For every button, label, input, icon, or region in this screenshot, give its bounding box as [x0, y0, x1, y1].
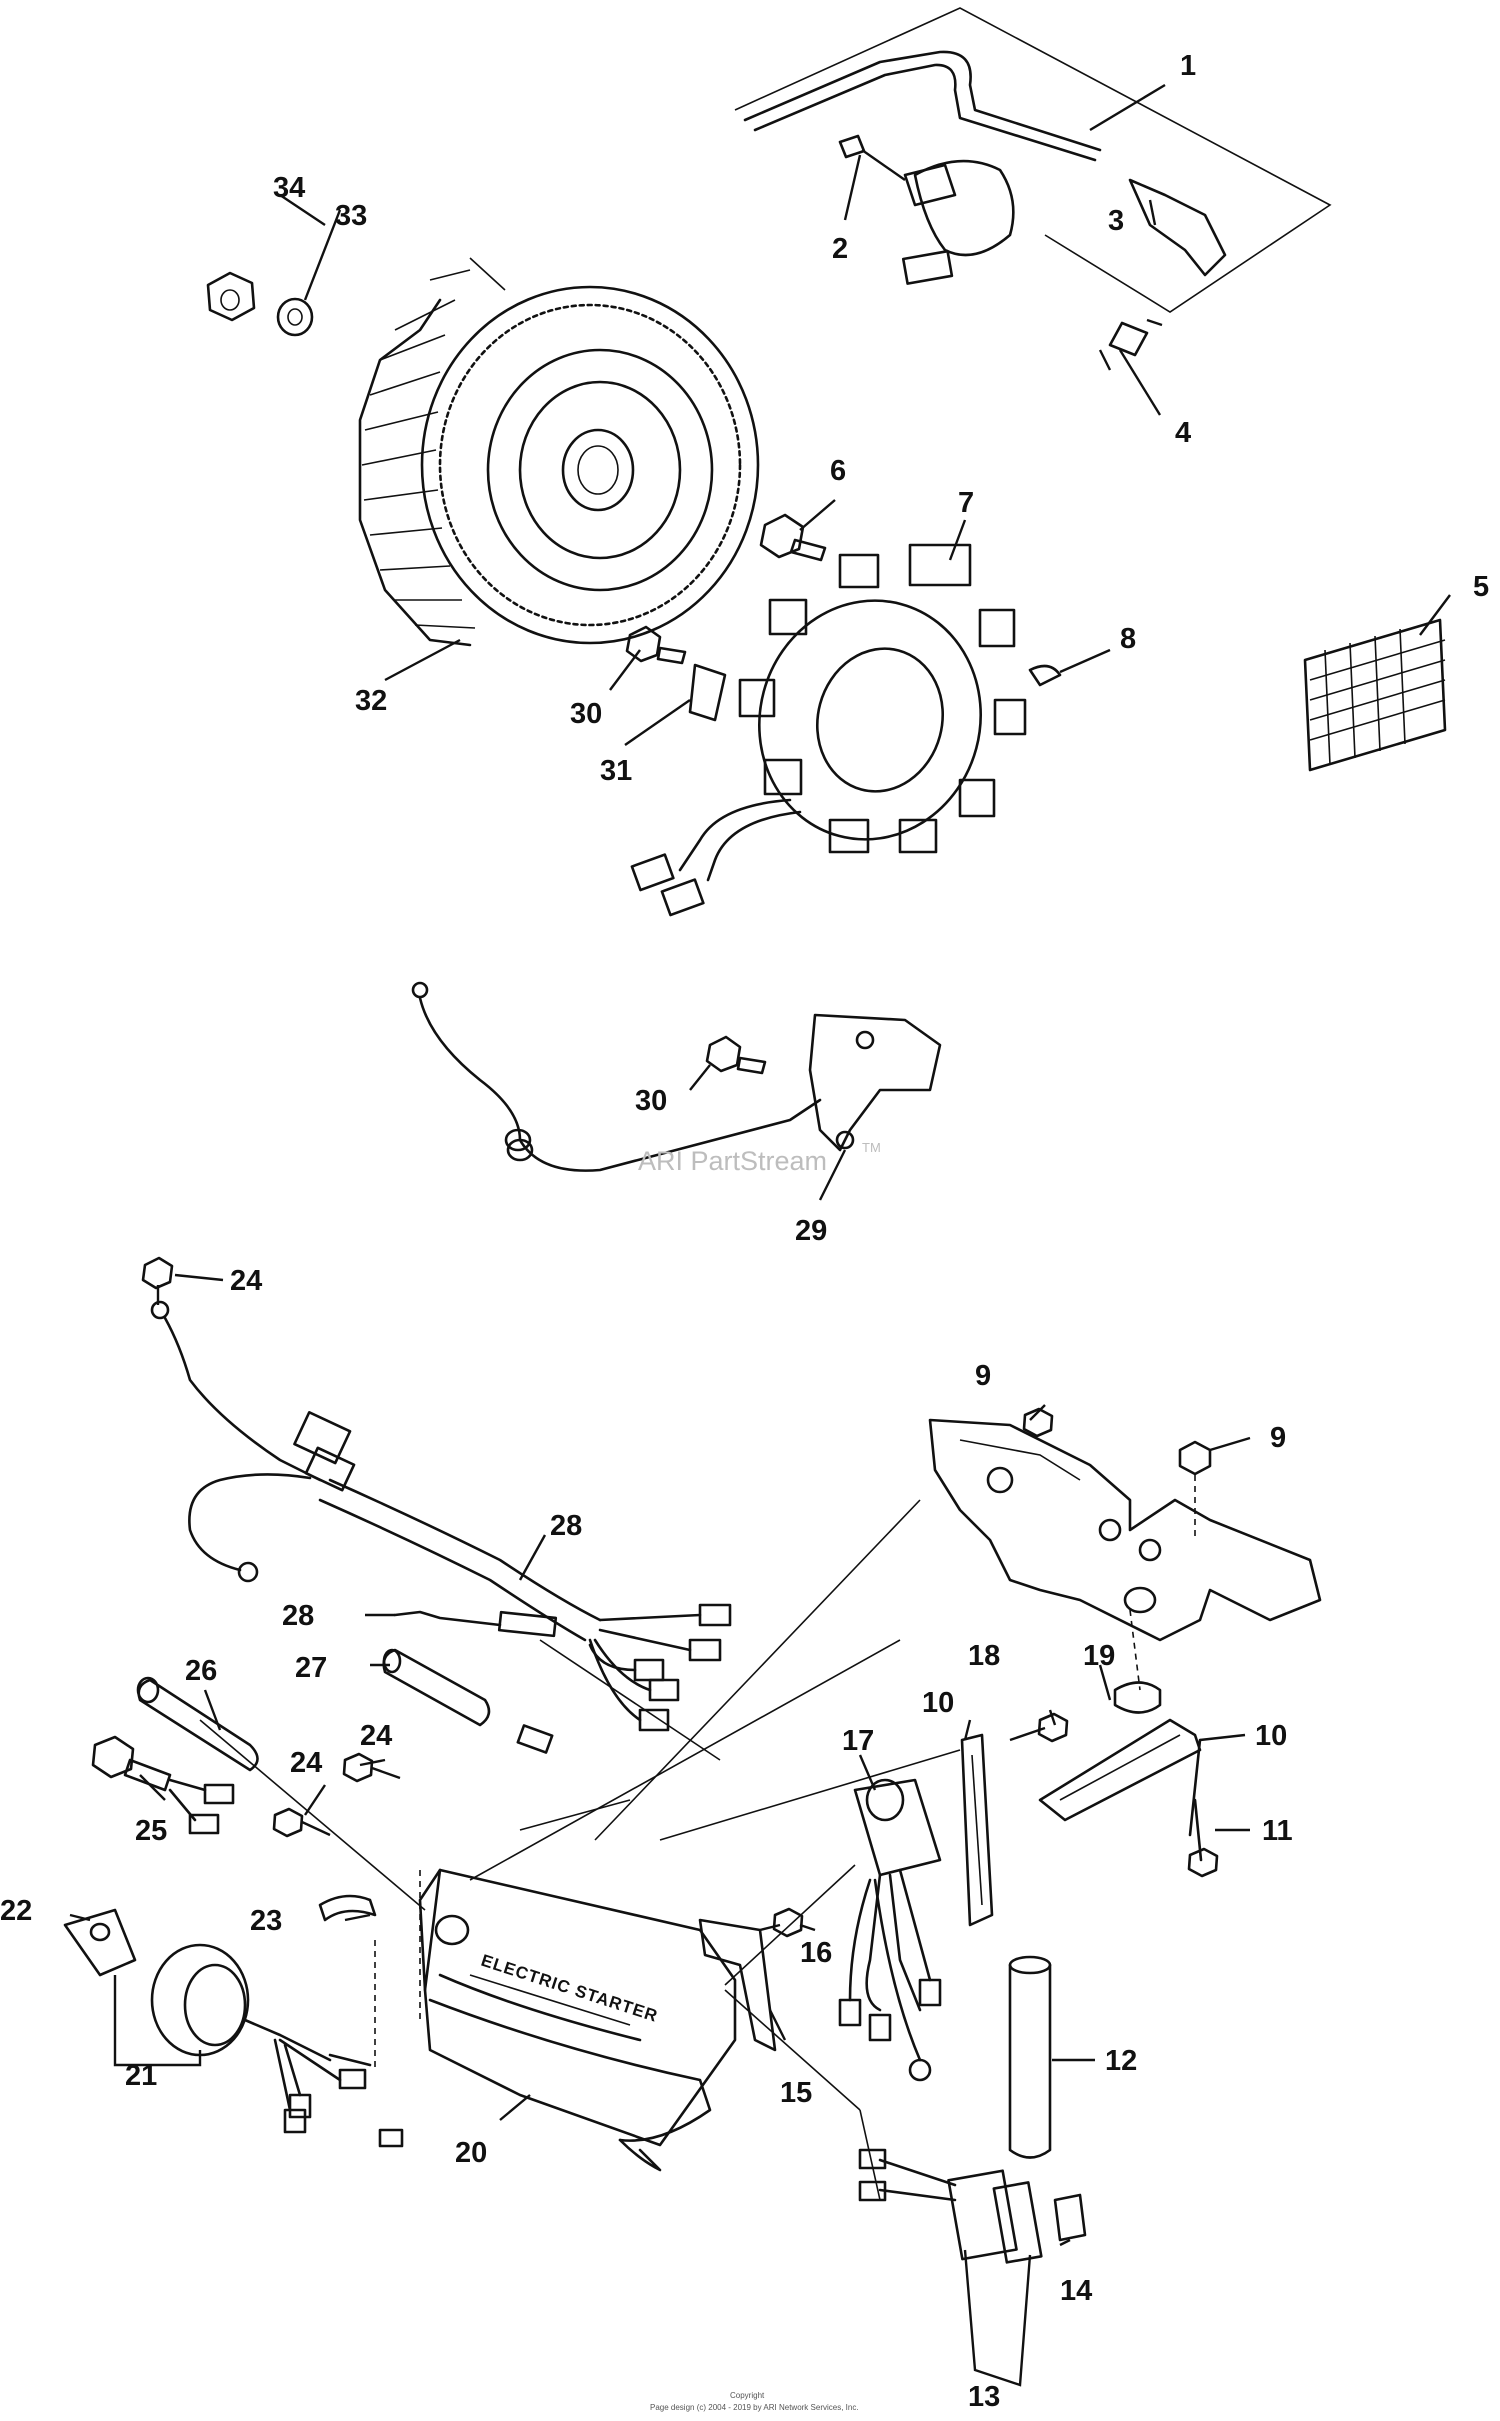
- callout-26: 26: [185, 1655, 217, 1687]
- callout-28a: 28: [550, 1510, 582, 1542]
- watermark-text: ARI PartStream: [638, 1146, 827, 1176]
- callout-14: 14: [1060, 2275, 1092, 2307]
- fuse-holder-and-fuse: [858, 2148, 1087, 2264]
- footer: Copyright Page design (c) 2004 - 2019 by…: [650, 2391, 859, 2412]
- stator: [630, 543, 1027, 917]
- bolt-6: [759, 513, 827, 562]
- flywheel: [358, 257, 760, 647]
- callout-7: 7: [958, 487, 974, 519]
- cover-stamp-text: ELECTRIC STARTER: [479, 1951, 661, 2026]
- callout-6: 6: [830, 455, 846, 487]
- nut-and-washer: [206, 271, 314, 337]
- starter-solenoid: [838, 1778, 942, 2082]
- callout-10b: 10: [1255, 1720, 1287, 1752]
- callout-8: 8: [1120, 623, 1136, 655]
- callout-19: 19: [1083, 1640, 1115, 1672]
- footer-copyright: Copyright: [730, 2391, 765, 2400]
- callout-27: 27: [295, 1652, 327, 1684]
- callout-20: 20: [455, 2137, 487, 2169]
- callout-13: 13: [968, 2381, 1000, 2413]
- mounting-plate-and-screw: [698, 1907, 804, 2052]
- wiring-harness: [141, 1256, 732, 1732]
- callout-11: 11: [1262, 1815, 1293, 1847]
- callout-24a: 24: [230, 1265, 262, 1297]
- callout-9b: 9: [1270, 1422, 1286, 1454]
- oil-pressure-switch: [91, 1735, 235, 1835]
- bolts-24: [272, 1752, 401, 1838]
- callout-1: 1: [1180, 50, 1196, 82]
- callout-29: 29: [795, 1215, 827, 1247]
- callout-15: 15: [780, 2077, 812, 2109]
- callout-30a: 30: [570, 698, 602, 730]
- callout-28b: 28: [282, 1600, 314, 1632]
- callout-18: 18: [968, 1640, 1000, 1672]
- clip-23: [318, 1894, 377, 1922]
- callout-10a: 10: [922, 1687, 954, 1719]
- callout-24c: 24: [360, 1720, 392, 1752]
- callout-labels: 1 2 3 4 5 6 7 8 9 9 10 10 11 12 13 14 15…: [0, 50, 1489, 2413]
- leader-lines: [69, 83, 1451, 2387]
- callout-5: 5: [1473, 571, 1489, 603]
- alignment-lines: [199, 1499, 961, 2201]
- tube-12: [1008, 1955, 1052, 2159]
- callout-2: 2: [832, 233, 848, 265]
- callout-22: 22: [0, 1895, 32, 1927]
- callout-25: 25: [135, 1815, 167, 1847]
- electric-starter-cover: ELECTRIC STARTER: [418, 1868, 737, 2172]
- footer-design: Page design (c) 2004 - 2019 by ARI Netwo…: [650, 2403, 859, 2412]
- bolt-30-and-clip-31: [625, 625, 727, 722]
- callout-32: 32: [355, 685, 387, 717]
- watermark: ARI PartStream TM: [638, 1140, 881, 1176]
- ignition-wire-assembly: [411, 981, 942, 1172]
- key-switch-and-key: [63, 1908, 404, 2148]
- ignition-coil-assembly: [734, 7, 1332, 371]
- woodruff-key: [1028, 664, 1062, 687]
- callout-16: 16: [800, 1937, 832, 1969]
- callout-21: 21: [125, 2060, 157, 2092]
- callout-24b: 24: [290, 1747, 322, 1779]
- mounting-bracket: [928, 1407, 1322, 1714]
- callout-23: 23: [250, 1905, 282, 1937]
- strap-10-and-bolt-11: [1038, 1718, 1219, 1878]
- callout-34: 34: [273, 172, 305, 204]
- strap-10-vertical-and-bolt-18: [960, 1712, 1069, 1927]
- callout-17: 17: [842, 1725, 874, 1757]
- callout-33: 33: [335, 200, 367, 232]
- callout-30b: 30: [635, 1085, 667, 1117]
- callout-31: 31: [600, 755, 632, 787]
- callout-3: 3: [1108, 205, 1124, 237]
- callout-12: 12: [1105, 2045, 1137, 2077]
- callout-9a: 9: [975, 1360, 991, 1392]
- callout-4: 4: [1175, 417, 1191, 449]
- rectifier-regulator: [1303, 618, 1447, 772]
- watermark-tm: TM: [862, 1140, 881, 1155]
- sleeves: [136, 1648, 554, 1772]
